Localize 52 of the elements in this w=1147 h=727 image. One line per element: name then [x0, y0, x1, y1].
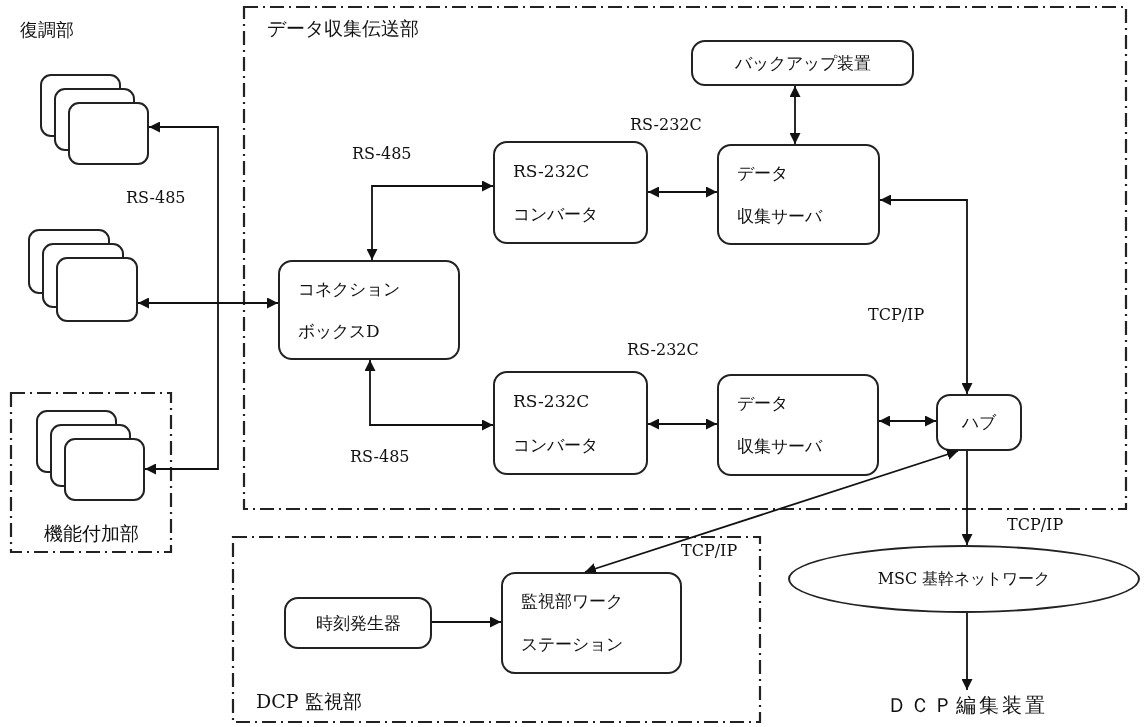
box-label: 収集サーバ — [737, 436, 822, 457]
box-label: データ — [737, 163, 788, 184]
group-frame — [232, 536, 761, 723]
arrow — [961, 612, 973, 691]
signal-label: RS-232C — [630, 117, 702, 133]
process-box — [493, 141, 648, 244]
box-label: バックアップ装置 — [734, 52, 871, 74]
box-label: 時刻発生器 — [315, 612, 401, 634]
signal-label: RS-485 — [350, 449, 410, 465]
box-label: 収集サーバ — [737, 205, 822, 226]
process-box — [278, 260, 460, 360]
node-label: ＤＣＰ編集装置 — [860, 690, 1074, 720]
process-box — [493, 371, 648, 475]
arrow — [366, 180, 494, 261]
arrow — [879, 194, 973, 395]
process-box — [717, 374, 879, 476]
group-title: 機能付加部 — [42, 521, 140, 546]
arrow — [144, 302, 279, 475]
process-box — [717, 144, 880, 245]
group-frame — [243, 6, 1127, 510]
signal-label: TCP/IP — [868, 307, 925, 323]
node-caption: 復調部 — [20, 18, 74, 42]
process-box — [284, 597, 432, 649]
process-box — [501, 572, 682, 674]
box-label: ステーション — [521, 634, 623, 655]
ellipse-label: MSC 基幹ネットワーク — [877, 569, 1051, 589]
process-box — [936, 394, 1022, 451]
group-title: DCP 監視部 — [256, 689, 362, 714]
arrow — [878, 415, 937, 427]
process-box — [691, 40, 914, 86]
box-label: データ — [737, 393, 788, 414]
group-frame — [10, 392, 172, 553]
box-label: コンバータ — [513, 434, 598, 456]
box-label: 監視部ワーク — [521, 591, 623, 612]
signal-label: TCP/IP — [681, 543, 738, 559]
arrow — [431, 616, 502, 628]
signal-label: RS-485 — [126, 190, 186, 206]
box-label: RS-232C — [513, 160, 590, 181]
group-title: データ収集伝送部 — [267, 16, 419, 41]
arrow — [789, 85, 801, 145]
arrow — [647, 418, 718, 430]
signal-label: RS-485 — [352, 146, 412, 162]
box-label: コネクション — [298, 278, 400, 300]
arrow — [584, 449, 959, 574]
box-label: ハブ — [962, 412, 996, 433]
arrow — [364, 359, 494, 431]
box-label: RS-232C — [513, 390, 590, 412]
arrow — [647, 186, 718, 198]
box-label: コンバータ — [513, 204, 598, 225]
box-label: ボックスD — [298, 320, 380, 342]
signal-label: RS-232C — [627, 342, 699, 358]
arrow — [961, 450, 973, 546]
